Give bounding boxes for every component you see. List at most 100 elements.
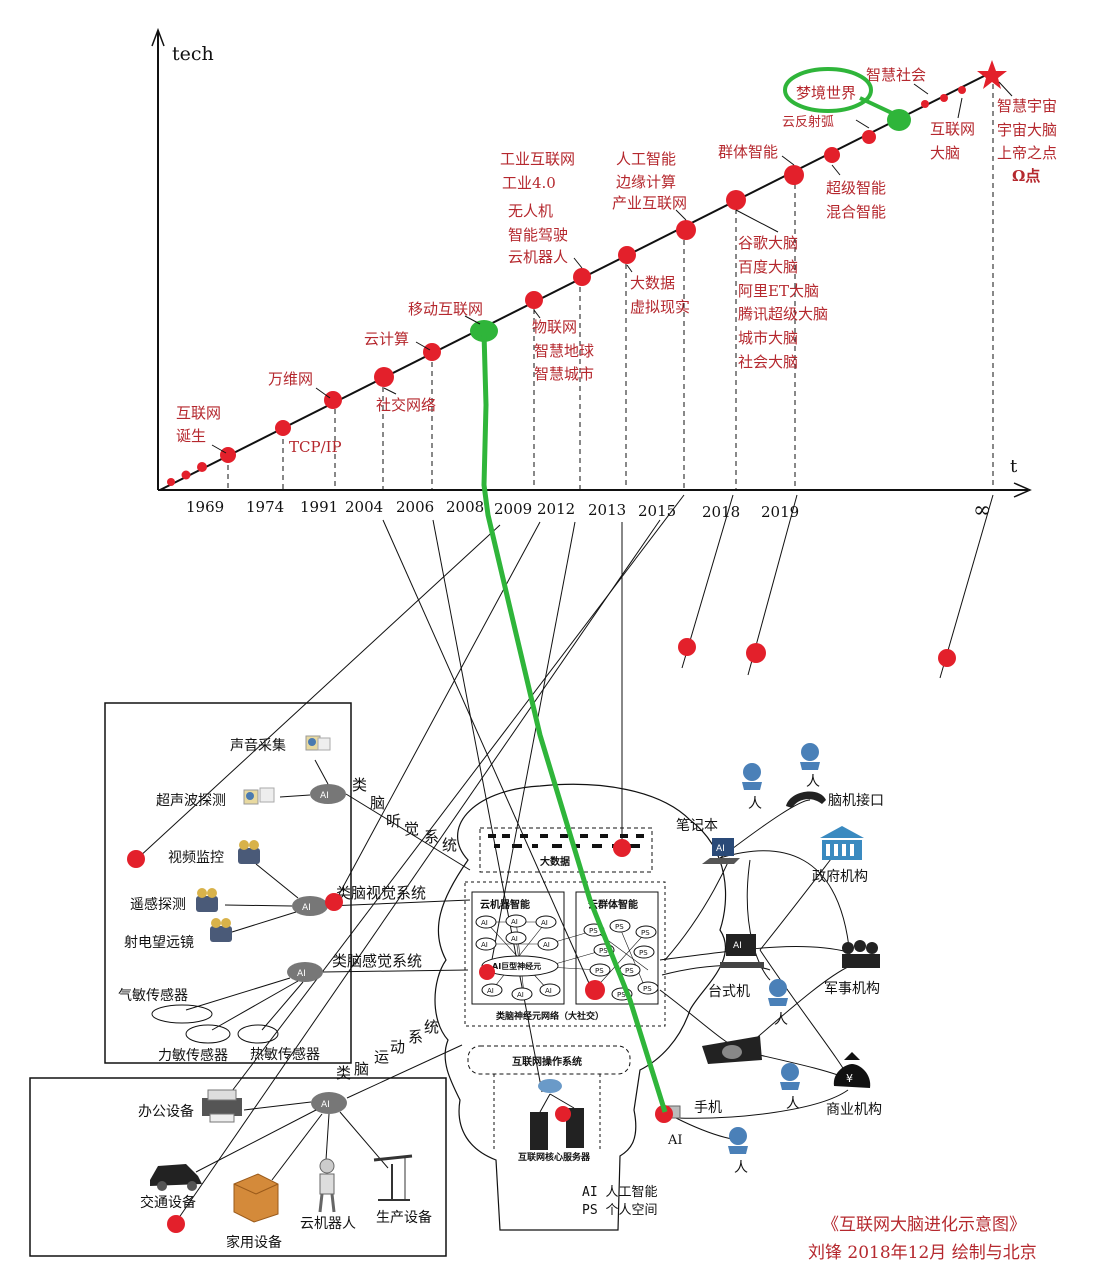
year-label: 2012 [537,500,575,518]
label-government: 政府机构 [812,869,868,885]
cloud-robot-label: 云机器智能 [480,898,530,911]
military-icon [842,940,880,968]
axes: tech t [151,27,1032,498]
label-omega-4: Ω点 [1012,167,1040,185]
label-video: 视频监控 [168,850,224,866]
mobile-internet-dot [470,320,498,342]
svg-text:动: 动 [390,1038,405,1056]
svg-text:AI: AI [481,919,488,927]
desktop-icon: AI [720,934,764,968]
label-reflex: 云反射弧 [782,114,834,130]
label-brain-4: 腾讯超级大脑 [738,305,828,323]
milestone-dots [167,86,966,486]
person-icon [800,743,820,770]
label-sound: 声音采集 [230,737,286,754]
label-super: 超级智能 [826,179,886,197]
person-labels: 人 人 人 人 人 [734,774,820,1176]
label-smart-society: 智慧社会 [866,66,926,84]
car-icon [150,1164,202,1191]
bigdata-label: 大数据 [540,855,570,868]
label-iot-2: 智慧地球 [534,342,594,360]
gas-sensor-icon [151,1004,213,1024]
ultrasound-icon [243,787,275,805]
microphone-icon [305,735,331,751]
caption-author: 刘锋 2018年12月 绘制与北京 [808,1243,1037,1263]
legend: AI 人工智能 PS 个人空间 [582,1185,657,1218]
svg-text:AI: AI [320,791,329,801]
label-gas: 气敏传感器 [118,987,188,1004]
year-guides [227,75,994,490]
svg-text:觉: 觉 [404,820,419,838]
label-visual-system: 类脑视觉系统 [336,884,426,902]
svg-text:AI: AI [716,844,725,854]
box-icon [233,1173,279,1223]
laptop-icon: AI [702,838,740,864]
label-bigdata: 大数据 [630,274,675,292]
year-label: 1969 [186,498,224,516]
device-labels: 办公设备 交通设备 家用设备 云机器人 生产设备 [138,1103,432,1251]
label-sensation-system: 类脑感觉系统 [332,952,422,970]
label-bigdata-2: 虚拟现实 [630,298,690,316]
sensory-labels: 声音采集 超声波探测 视频监控 遥感探测 射电望远镜 气敏传感器 力敏传感器 热… [118,737,320,1064]
label-office: 办公设备 [138,1103,194,1120]
label-omega-3: 上帝之点 [997,144,1057,162]
svg-text:系: 系 [408,1028,423,1046]
label-ai: 人工智能 [616,150,676,168]
year-label: 2019 [761,503,799,521]
svg-text:PS: PS [643,985,652,993]
leader-lines [211,81,1013,454]
svg-text:PS: PS [641,929,650,937]
label-production: 生产设备 [376,1209,432,1226]
label-cloud: 云计算 [364,330,409,348]
label-phone: 手机 [694,1100,722,1116]
person-icon [780,1063,800,1090]
label-bci: 脑机接口 [828,792,884,809]
system-labels: 类 脑 听 觉 系 统 类脑视觉系统 类脑感觉系统 类 脑 运 动 系 统 [332,776,457,1082]
svg-text:脑: 脑 [370,794,385,812]
svg-text:AI: AI [541,919,548,927]
label-drones-2: 智能驾驶 [508,226,568,244]
svg-text:系: 系 [424,828,439,846]
legend-ps: PS 个人空间 [582,1203,657,1218]
giant-neuron-label: AI巨型神经元 [492,961,541,971]
milestone-labels: 互联网 诞生 TCP/IP 万维网 云计算 社交网络 移动互联网 物联网 智慧地… [176,66,1057,456]
x-axis-arrow [1013,482,1032,498]
label-social: 社交网络 [376,396,436,414]
label-force: 力敏传感器 [158,1047,228,1064]
label-ultrasound: 超声波探测 [156,793,226,809]
year-label: 2015 [638,502,676,520]
sensory-icons [151,735,331,1044]
svg-text:AI: AI [297,969,306,979]
neural-net-region [464,881,666,1027]
label-commerce: 商业机构 [826,1102,882,1118]
label-internet-brain: 互联网 [930,120,975,138]
label-omega-1: 智慧宇宙 [997,97,1057,115]
flow-lines [137,494,994,1223]
svg-text:人: 人 [748,796,762,812]
label-dream: 梦境世界 [796,84,856,102]
svg-text:AI: AI [511,935,518,943]
svg-text:类: 类 [352,776,367,794]
heat-sensor-icon [237,1024,279,1044]
label-military: 军事机构 [824,981,880,997]
government-icon [820,826,864,860]
svg-text:人: 人 [806,774,820,790]
svg-text:AI: AI [733,941,742,951]
svg-text:AI: AI [481,941,488,949]
caption-title: 《互联网大脑进化示意图》 [822,1215,1026,1235]
label-www: 万维网 [268,370,313,388]
label-home: 家用设备 [226,1234,282,1251]
robot-icon [318,1158,336,1213]
person-icon [742,763,762,790]
camera-icon [238,840,260,864]
year-label: 2009 [494,500,532,518]
telescope-icon [210,918,232,942]
year-labels: 1969 1974 1991 2004 2006 2008 2009 2012 … [186,498,991,523]
svg-text:AI: AI [543,941,550,949]
label-brain-6: 社会大脑 [738,353,798,371]
label-remote: 遥感探测 [130,896,186,913]
label-swarm: 群体智能 [718,143,778,161]
omega-star [977,60,1007,89]
svg-text:AI: AI [321,1100,330,1110]
